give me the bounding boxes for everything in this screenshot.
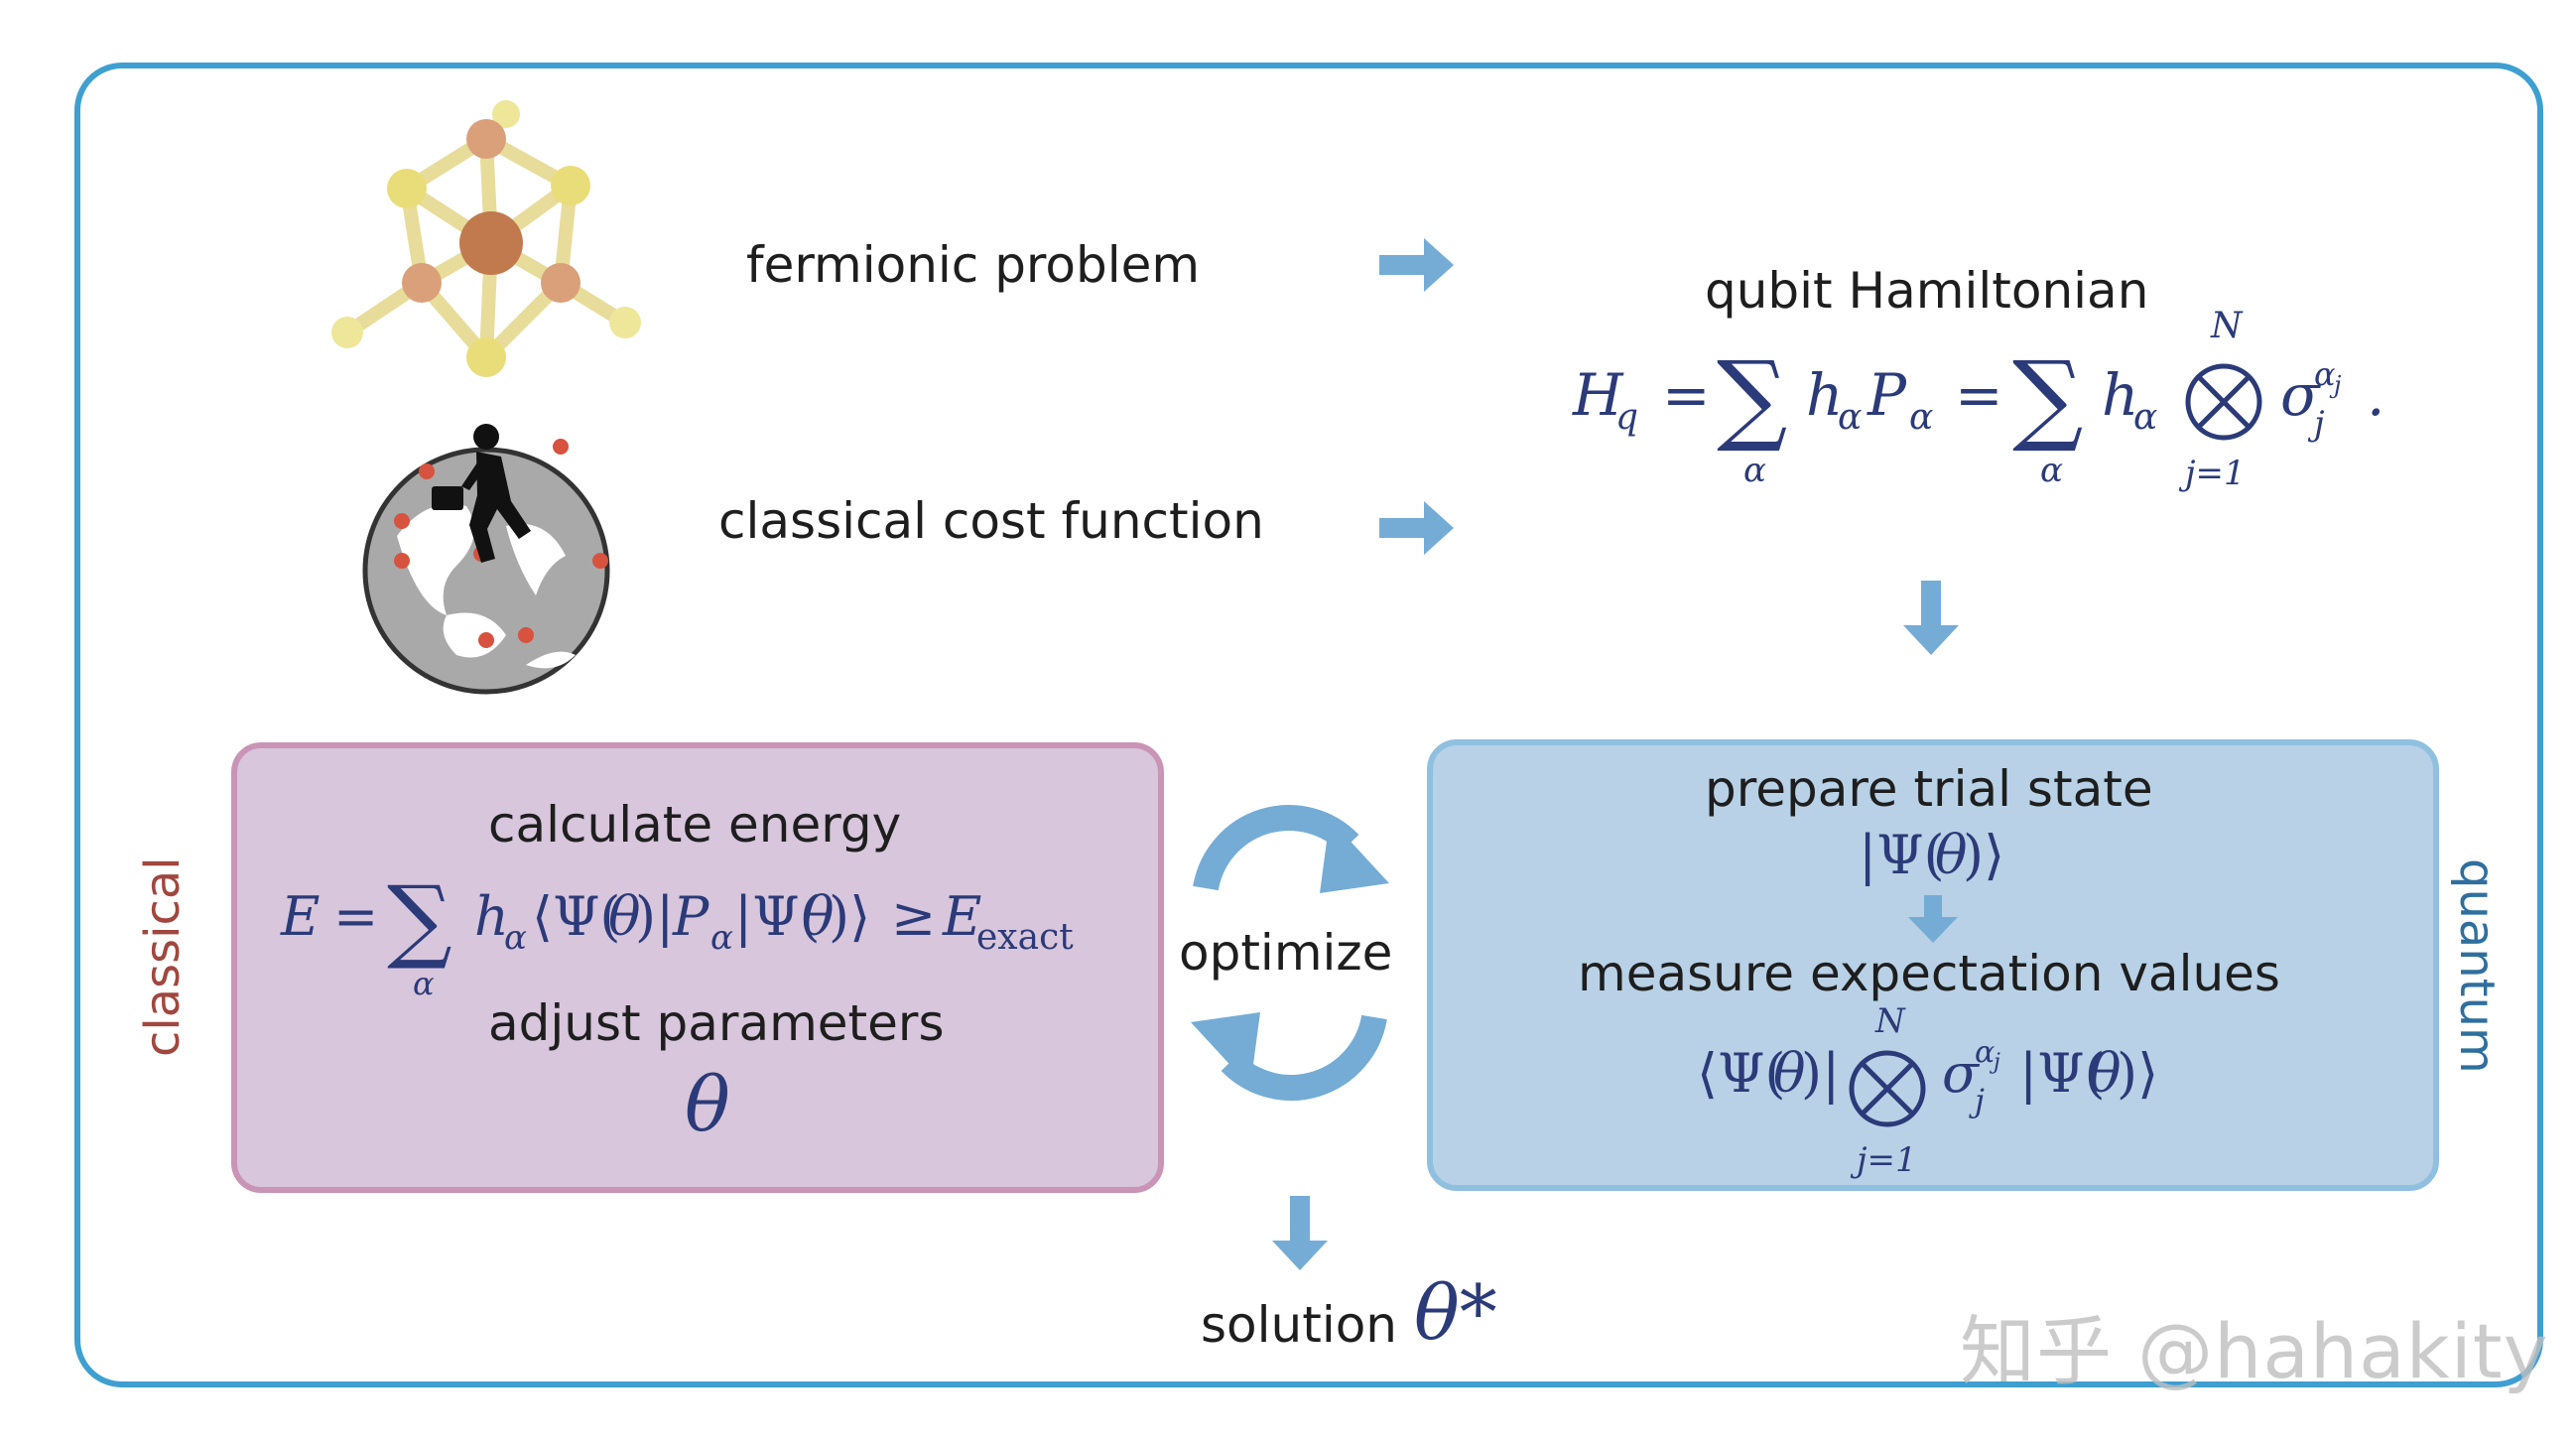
arrow-down-icon: [1272, 1196, 1328, 1270]
svg-text:h: h: [474, 885, 509, 948]
fermionic-problem-label: fermionic problem: [746, 236, 1201, 294]
quantum-side-label: quantum: [2449, 858, 2505, 1074]
optimize-cycle-icon: [1191, 805, 1389, 1101]
watermark: 知乎 @hahakity: [1960, 1307, 2549, 1395]
svg-text:α: α: [1975, 1035, 1995, 1070]
svg-text:j=1: j=1: [1850, 1140, 1917, 1180]
svg-text:∑: ∑: [1717, 339, 1787, 456]
svg-text:j=1: j=1: [2178, 454, 2246, 493]
arrow-right-icon: [1379, 501, 1454, 555]
quantum-box: [1427, 739, 2439, 1191]
hamiltonian-formula: H q = ∑ α h α P α = ∑ α h α N j=1 σ j α …: [1572, 306, 2384, 493]
svg-text:=: =: [333, 885, 378, 948]
calculate-energy-label: calculate energy: [488, 796, 902, 854]
svg-text:α: α: [504, 918, 527, 958]
svg-text:H: H: [1572, 361, 1624, 429]
svg-text:⟨Ψ(: ⟨Ψ(: [1697, 1042, 1786, 1105]
svg-text:)⟩: )⟩: [829, 885, 870, 948]
svg-text:)⟩: )⟩: [1963, 824, 2004, 886]
trial-state-formula: |Ψ( θ )⟩: [1859, 824, 2004, 886]
classical-box: [231, 742, 1164, 1193]
svg-text:=: =: [1955, 361, 2003, 429]
svg-text:q: q: [1615, 397, 1638, 438]
svg-text:α: α: [2040, 451, 2063, 490]
solution-label: solution: [1201, 1296, 1397, 1354]
svg-text:σ: σ: [1942, 1042, 1981, 1105]
svg-text:h: h: [2102, 361, 2138, 429]
svg-text:σ: σ: [2280, 361, 2321, 429]
svg-text:exact: exact: [976, 917, 1074, 958]
molecule-icon: [331, 100, 641, 377]
optimize-label: optimize: [1179, 924, 1393, 982]
globe-traveler-icon: [362, 424, 610, 695]
theta-symbol: θ: [685, 1060, 730, 1148]
svg-text:α: α: [2133, 397, 2157, 438]
measure-expectation-values-label: measure expectation values: [1578, 945, 2280, 1002]
svg-text:)|: )|: [1801, 1042, 1840, 1105]
svg-text:|Ψ(: |Ψ(: [734, 885, 821, 948]
svg-text:α: α: [1909, 397, 1933, 438]
svg-text:P: P: [672, 885, 710, 948]
classical-side-label: classical: [135, 856, 191, 1057]
svg-text:⟨Ψ(: ⟨Ψ(: [532, 885, 621, 948]
svg-text:)⟩: )⟩: [2117, 1042, 2158, 1105]
svg-text:α: α: [2314, 355, 2336, 393]
svg-text:P: P: [1867, 361, 1907, 429]
arrow-right-icon: [1379, 238, 1454, 292]
svg-text:E: E: [280, 885, 320, 948]
svg-text:N: N: [2210, 306, 2244, 346]
svg-text:)|: )|: [635, 885, 674, 948]
svg-text:≥: ≥: [891, 885, 936, 948]
expectation-formula: ⟨Ψ( θ )| N j=1 σ j α j |Ψ( θ )⟩: [1697, 1001, 2158, 1180]
svg-text:=: =: [1662, 361, 1711, 429]
svg-text:|Ψ(: |Ψ(: [1859, 824, 1945, 886]
svg-text:α: α: [1743, 451, 1766, 490]
diagram-frame: [74, 63, 2543, 1387]
qubit-hamiltonian-label: qubit Hamiltonian: [1705, 262, 2149, 320]
svg-text:θ: θ: [2089, 1042, 2122, 1105]
svg-text:θ: θ: [1773, 1042, 1806, 1105]
svg-text:N: N: [1874, 1001, 1906, 1041]
solution-theta-symbol: θ*: [1414, 1268, 1497, 1357]
svg-text:α: α: [1838, 397, 1862, 438]
arrow-down-icon: [1903, 581, 1959, 655]
svg-text:θ: θ: [802, 885, 835, 948]
svg-text:.: .: [2367, 361, 2384, 429]
svg-text:∑: ∑: [387, 866, 452, 973]
svg-text:h: h: [1806, 361, 1843, 429]
svg-text:θ: θ: [608, 885, 641, 948]
svg-text:E: E: [942, 885, 981, 948]
svg-text:∑: ∑: [2012, 339, 2083, 456]
adjust-parameters-label: adjust parameters: [488, 994, 945, 1052]
energy-formula: E = ∑ α h α ⟨Ψ( θ )| P α |Ψ( θ )⟩ ≥ E ex…: [280, 866, 1074, 1002]
arrow-down-icon: [1908, 895, 1958, 943]
svg-text:θ: θ: [1935, 824, 1968, 886]
svg-text:|Ψ(: |Ψ(: [2019, 1042, 2106, 1105]
svg-text:α: α: [413, 965, 435, 1002]
prepare-trial-state-label: prepare trial state: [1705, 760, 2153, 818]
classical-cost-function-label: classical cost function: [718, 492, 1264, 550]
svg-text:α: α: [710, 918, 733, 958]
